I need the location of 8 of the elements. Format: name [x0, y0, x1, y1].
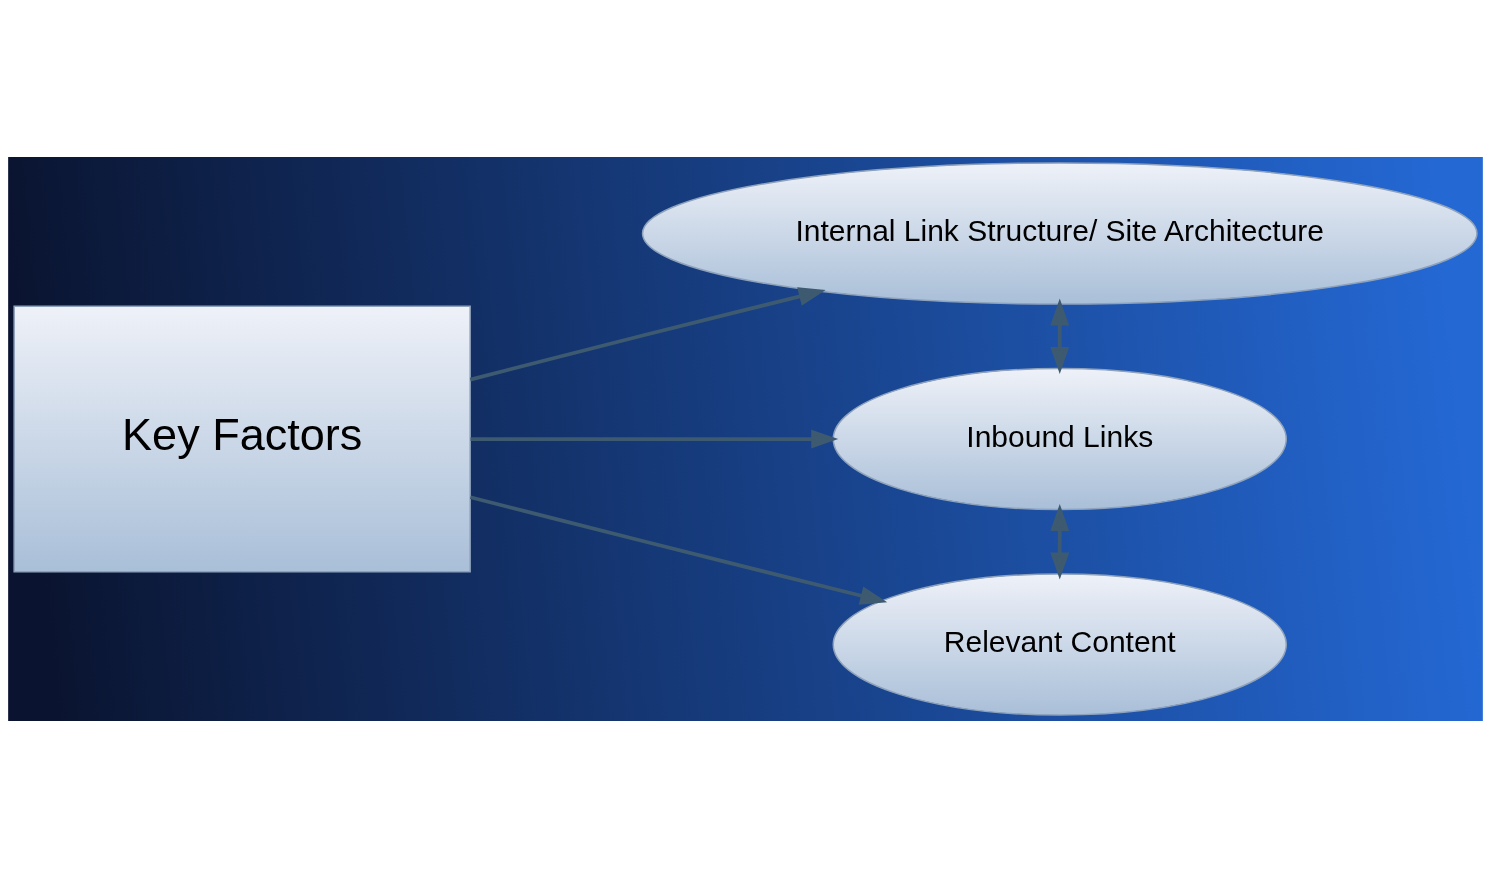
- node-box: Key Factors: [13, 305, 471, 573]
- arrow: [470, 429, 839, 449]
- arrow: [469, 495, 888, 605]
- arrow: [1050, 503, 1070, 580]
- node-ellipse: Inbound Links: [832, 367, 1287, 511]
- arrow: [469, 287, 826, 382]
- arrow: [1050, 298, 1070, 375]
- node-ellipse: Relevant Content: [832, 573, 1287, 716]
